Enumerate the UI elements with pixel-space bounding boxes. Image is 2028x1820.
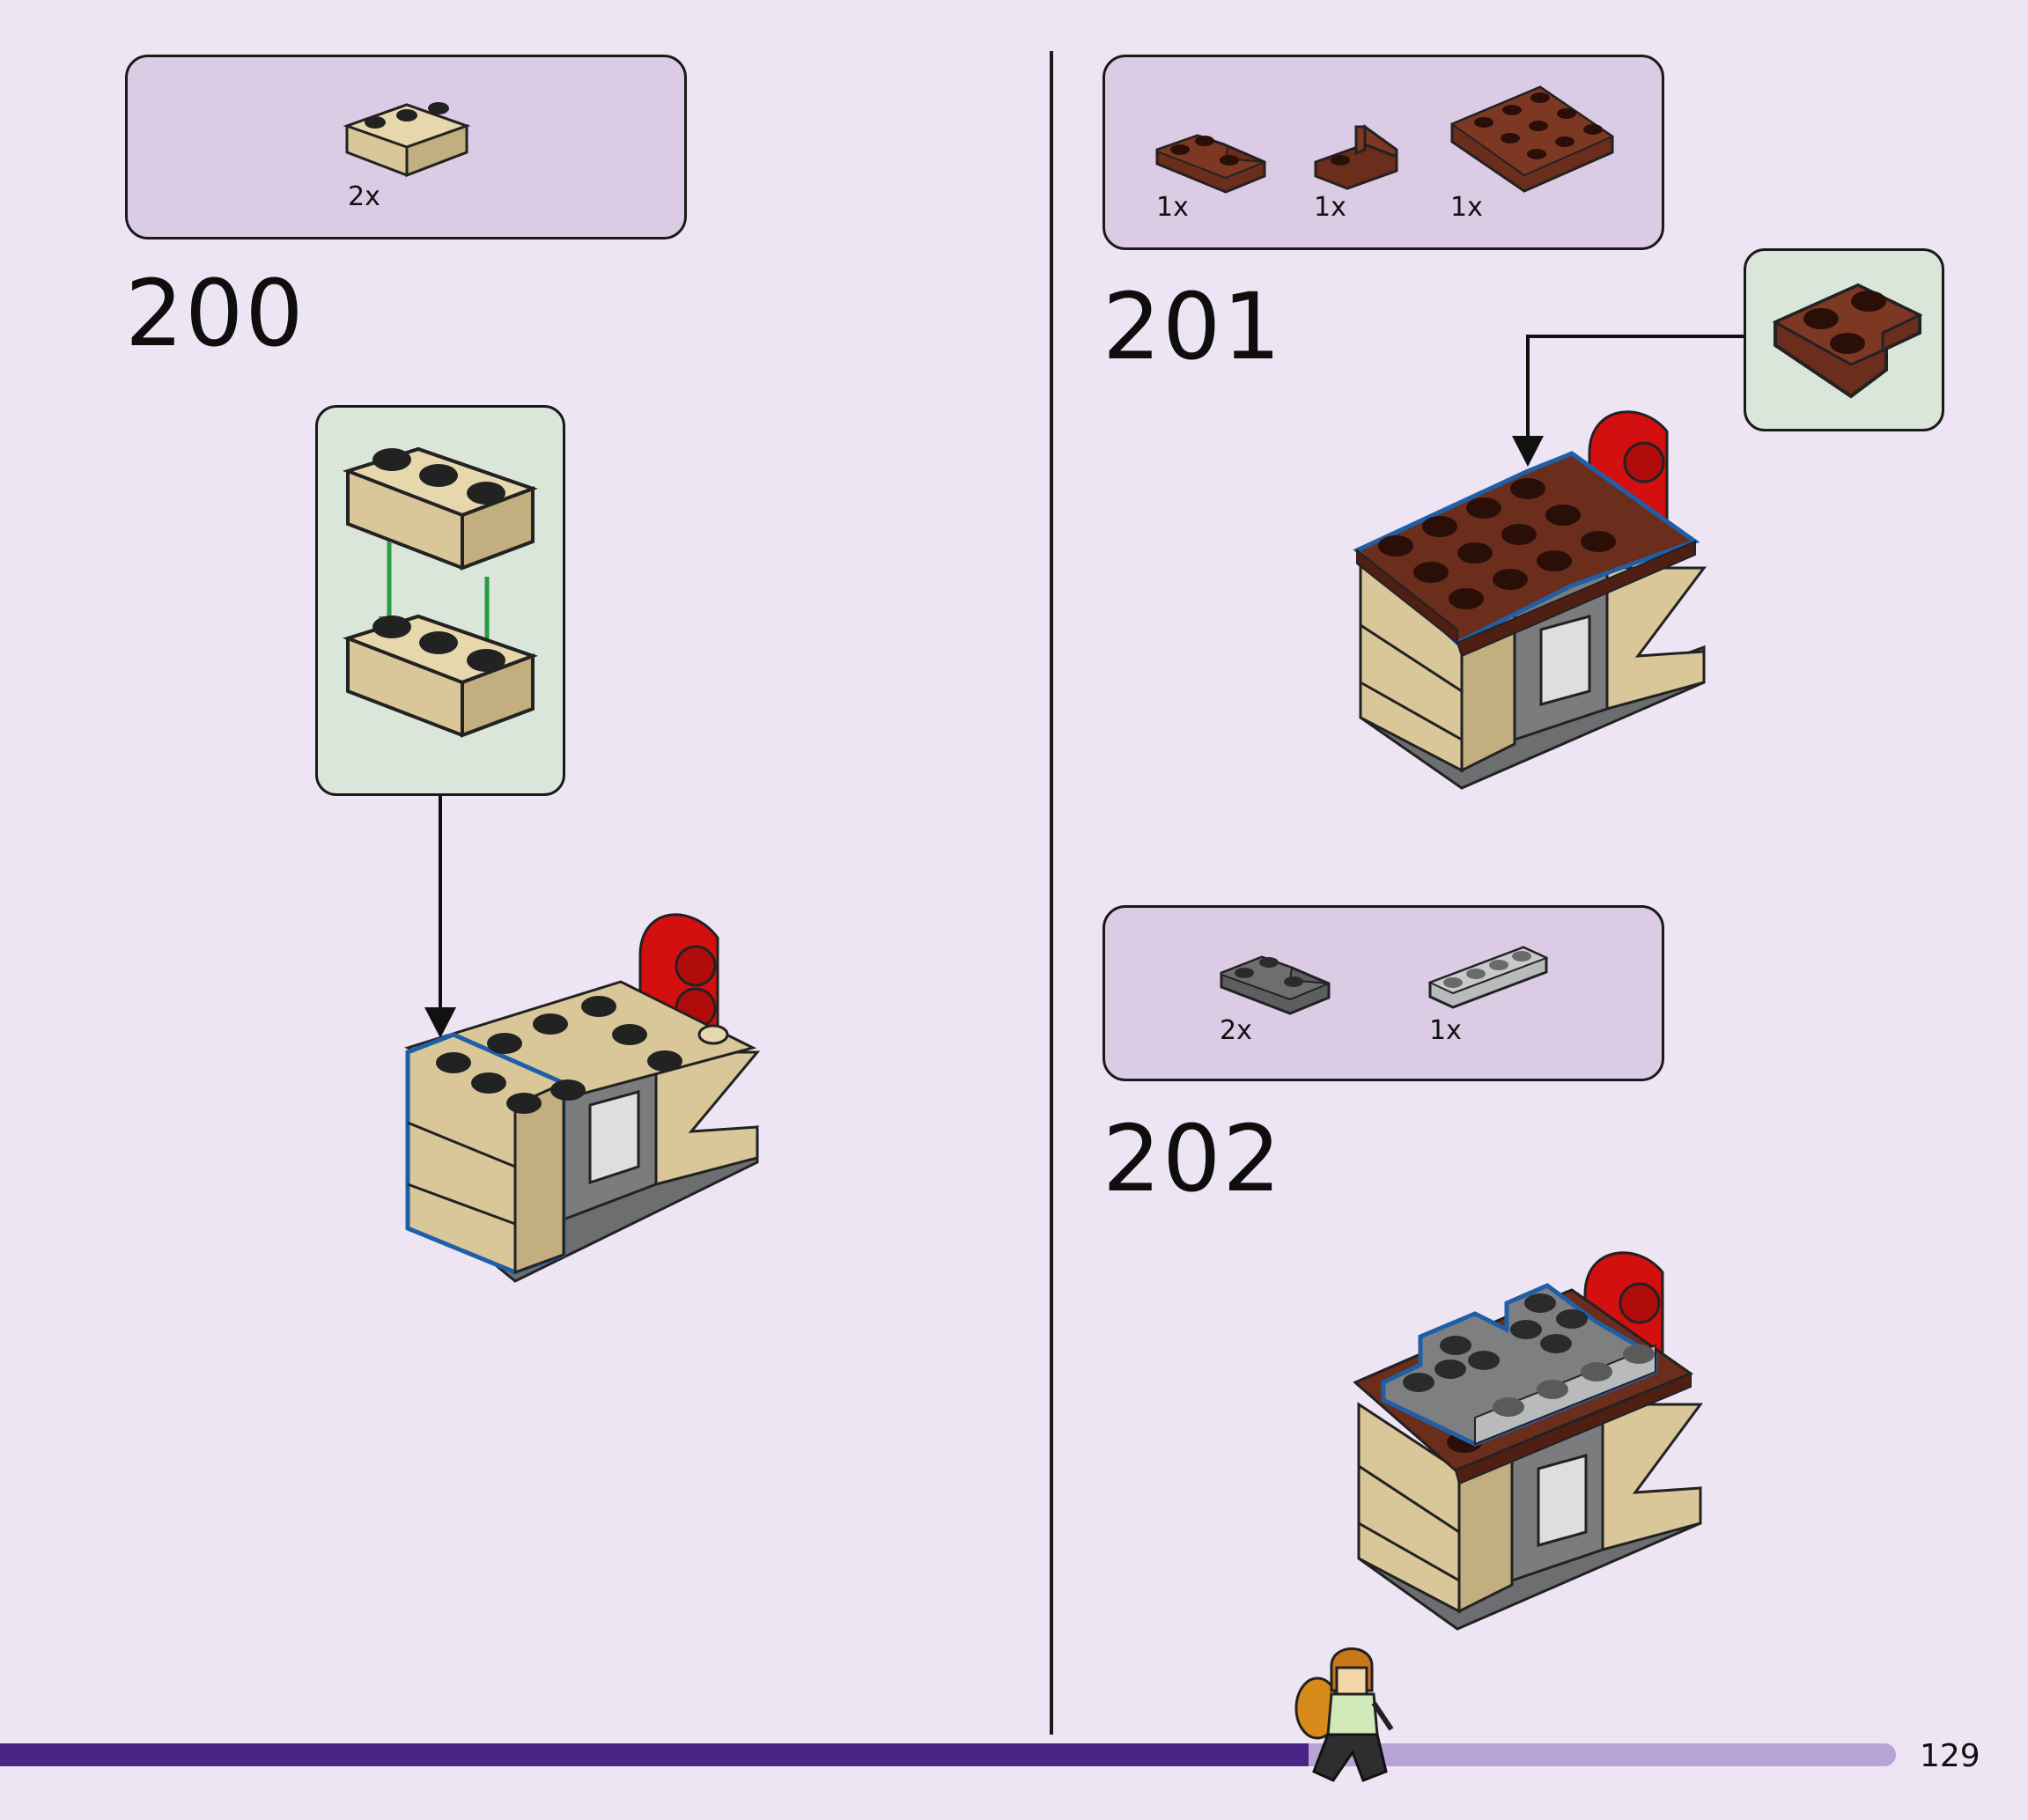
brown-corner-plate-callout — [1772, 283, 1923, 399]
brick-stacking-illustration — [342, 446, 538, 738]
column-divider — [1050, 51, 1053, 1735]
placement-arrow — [424, 796, 456, 1038]
progress-fill — [0, 1743, 1309, 1766]
part-quantity: 2x — [1220, 1015, 1252, 1046]
parts-box-step-202 — [1102, 905, 1664, 1081]
model-step-200 — [404, 913, 761, 1283]
brown-corner-plate-2x2-part-icon — [1155, 134, 1266, 194]
part-quantity: 1x — [1314, 192, 1346, 223]
part-quantity: 1x — [1450, 192, 1483, 223]
part-quantity: 1x — [1429, 1015, 1462, 1046]
page-number: 129 — [1920, 1738, 1980, 1774]
placement-arrow — [1512, 335, 1744, 467]
part-quantity: 2x — [348, 181, 380, 212]
step-number-202: 202 — [1102, 1105, 1283, 1212]
tan-brick-1x3-part-icon — [343, 102, 471, 178]
brown-bracket-1x2-part-icon — [1314, 124, 1398, 190]
model-step-202 — [1353, 1251, 1703, 1631]
step-number-200: 200 — [125, 260, 306, 367]
minifigure-icon — [1294, 1647, 1394, 1782]
step-number-201: 201 — [1102, 273, 1283, 380]
model-step-201 — [1353, 410, 1707, 790]
light-gray-plate-1x4-part-icon — [1427, 946, 1549, 1009]
brown-plate-3x4-part-icon — [1449, 85, 1615, 193]
dark-gray-corner-plate-2x2-part-icon — [1220, 955, 1331, 1015]
part-quantity: 1x — [1156, 192, 1189, 223]
